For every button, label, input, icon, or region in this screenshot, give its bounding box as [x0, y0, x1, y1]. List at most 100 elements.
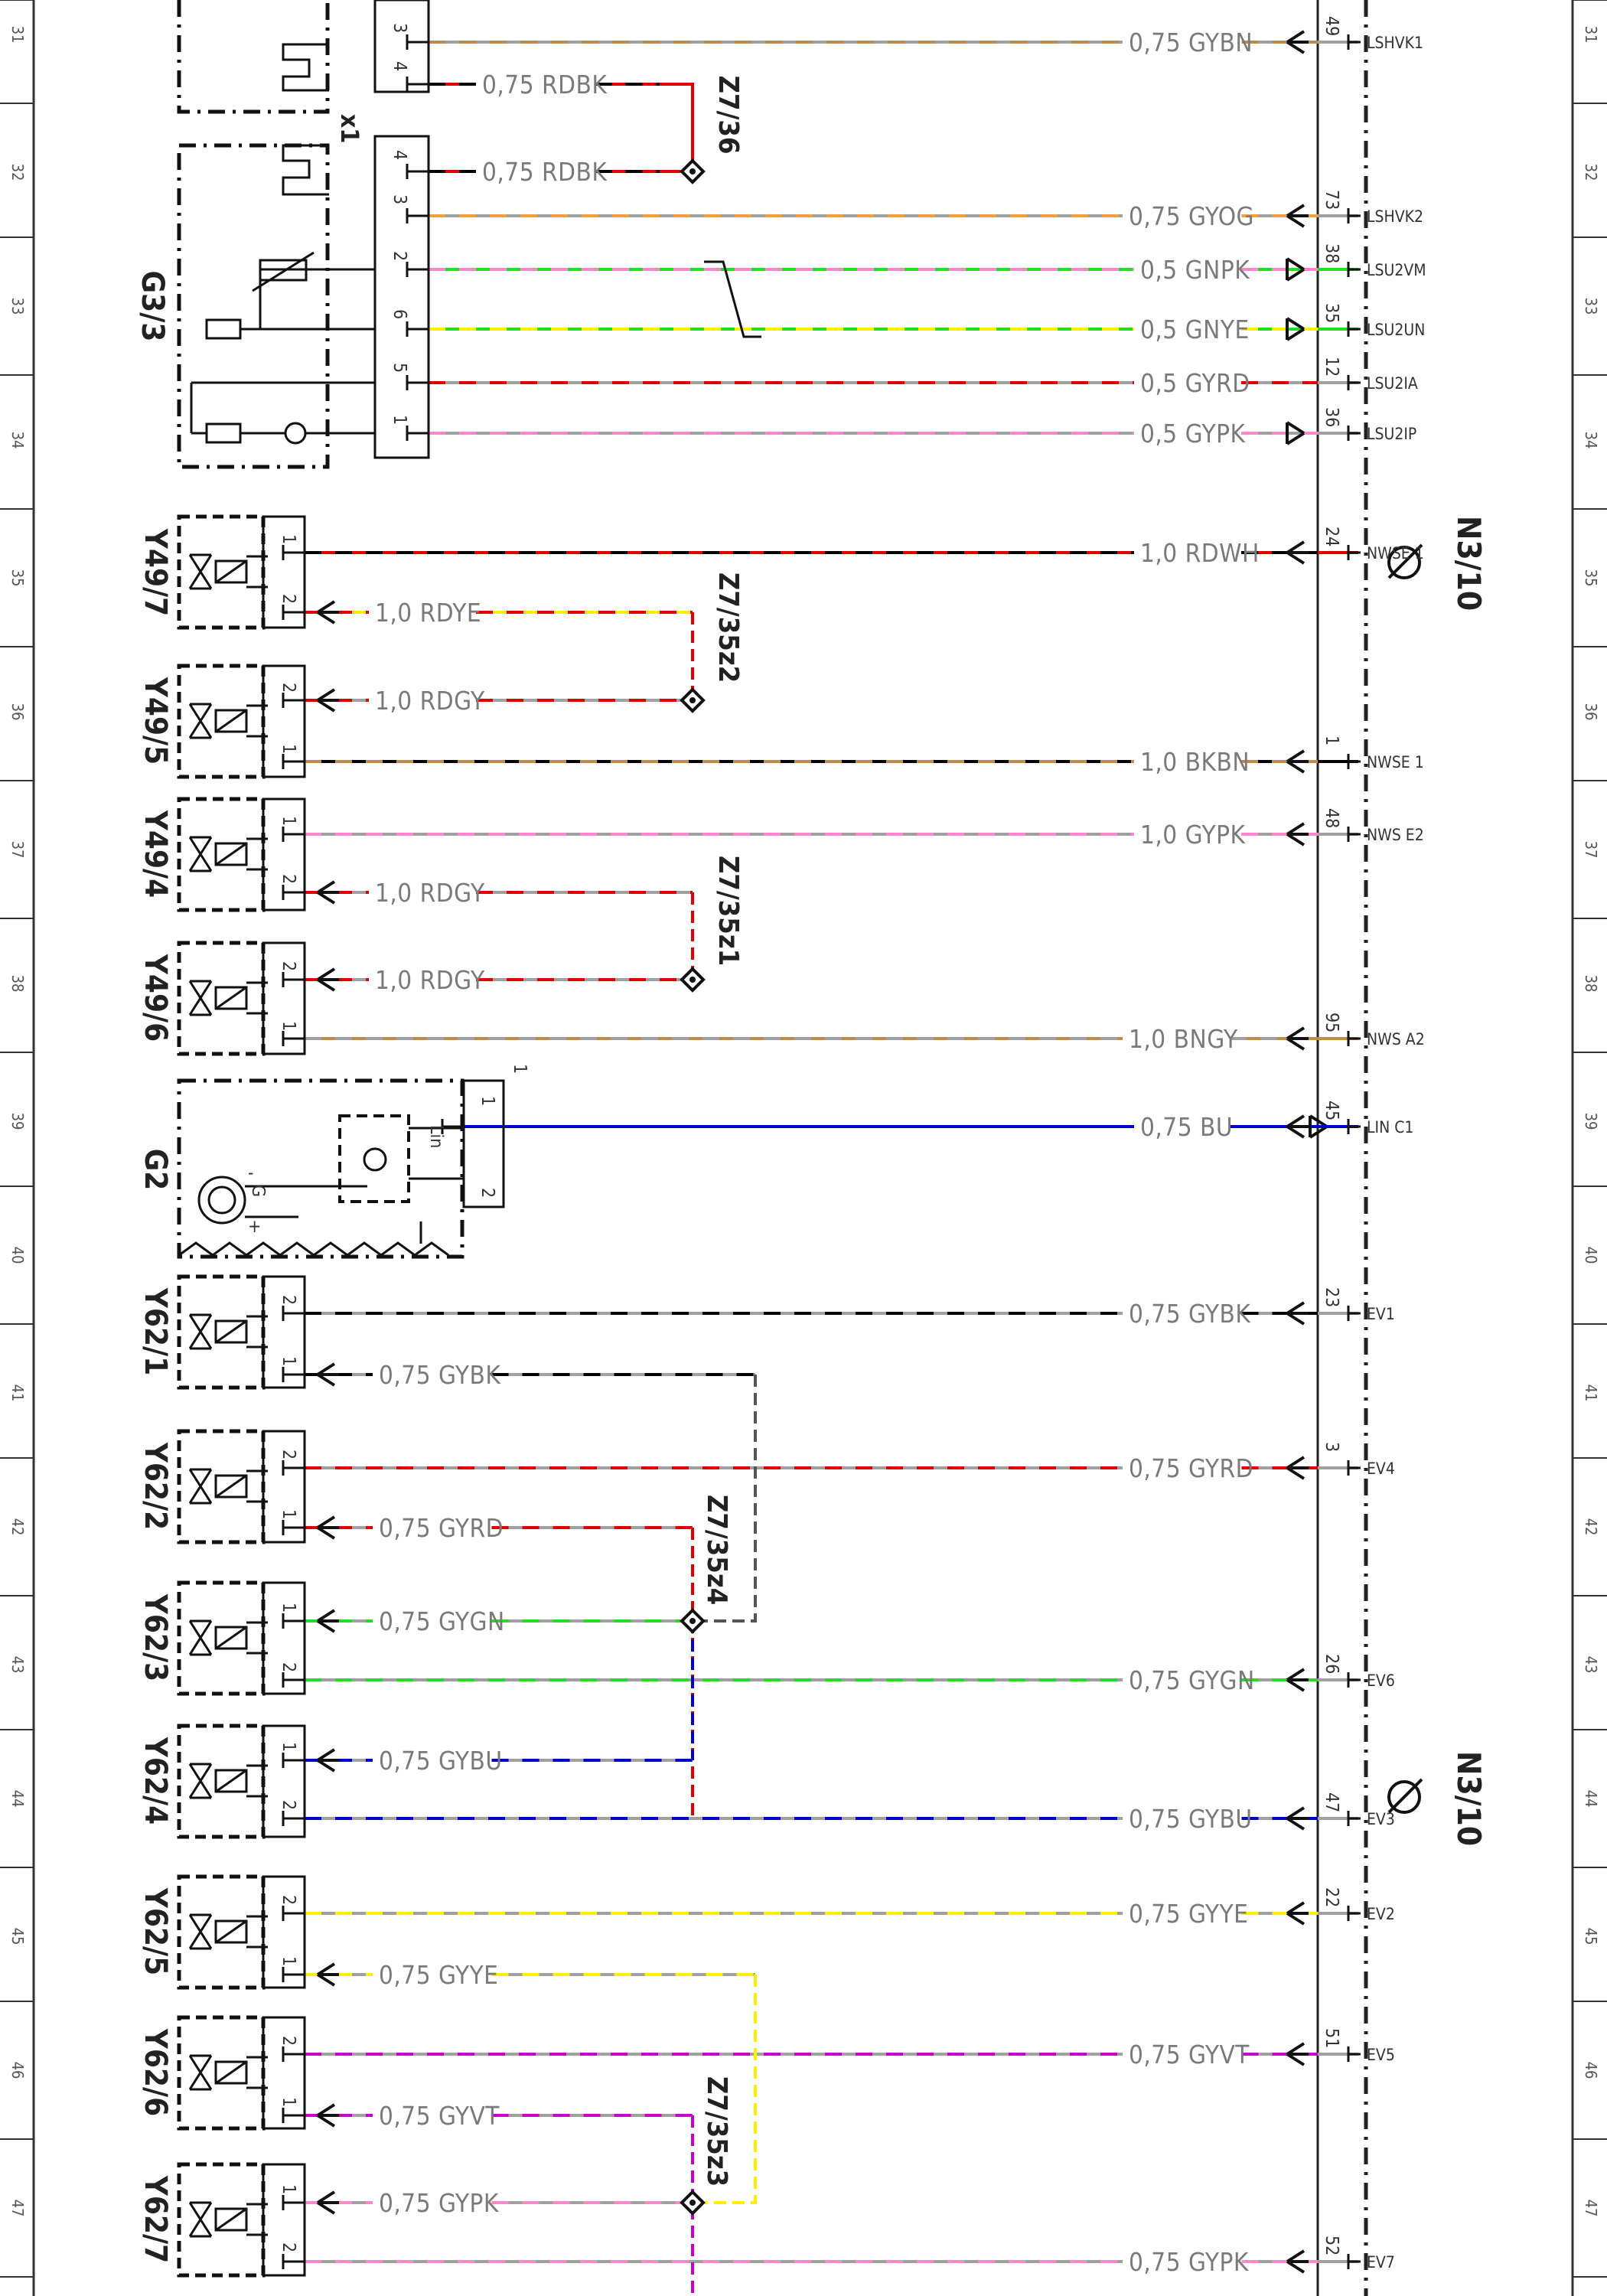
- arrow-in-icon: [316, 1962, 339, 1987]
- ecu-pin-icon: [1347, 2047, 1361, 2062]
- row-number-right: 34: [1582, 432, 1600, 449]
- ecu-pin-number: 23: [1322, 1287, 1341, 1307]
- arrow-in-icon: [316, 1609, 339, 1633]
- arrow-in-icon: [316, 688, 339, 713]
- ecu-pin-icon: [1347, 208, 1361, 223]
- row-number-right: 39: [1582, 1113, 1600, 1130]
- ecu-signal-name: NWSE 1: [1367, 544, 1424, 563]
- g2-g-mark: G: [248, 1185, 268, 1197]
- wire-label: 0,75 GYBK: [379, 1360, 501, 1390]
- connector-pin-number: 1: [279, 1356, 298, 1366]
- arrow-in-icon: [1286, 2042, 1309, 2066]
- arrow-in-icon: [1286, 1806, 1309, 1831]
- wire-label: 0,75 GYRD: [379, 1513, 504, 1543]
- solenoid-valve-icon: [188, 703, 268, 739]
- component-label-y62-1: Y62/1: [138, 1287, 173, 1375]
- connector-pin-number: 1: [478, 1096, 497, 1106]
- component-label-x1: x1: [335, 114, 364, 144]
- connector-pin-number: 1: [390, 415, 409, 425]
- component-label-g3-3: G3/3: [135, 271, 170, 342]
- arrow-in-icon: [1286, 1456, 1309, 1480]
- ecu-pin-icon: [1347, 1672, 1361, 1688]
- ecu-pin-number: 47: [1322, 1792, 1341, 1812]
- ecu-label-bottom: N3/10: [1450, 1751, 1488, 1846]
- ecu-signal-name: EV3: [1367, 1810, 1395, 1828]
- arrow-in-icon: [316, 1515, 339, 1540]
- component-label-y62-7: Y62/7: [138, 2175, 173, 2263]
- ecu-signal-name: LSHVK1: [1367, 34, 1423, 52]
- ecu-pin-number: 95: [1322, 1013, 1341, 1032]
- arrow-in-icon: [1286, 30, 1309, 54]
- wire-label: 0,75 GYPK: [379, 2188, 500, 2218]
- wire-label: 0,75 GYPK: [1129, 2247, 1250, 2277]
- ecu-pin-number: 51: [1322, 2028, 1341, 2048]
- arrow-in-icon: [1286, 2249, 1309, 2274]
- ecu-signal-name: NWS A2: [1367, 1030, 1425, 1049]
- connector-pin-number: 2: [279, 2036, 298, 2046]
- arrow-in-icon: [316, 600, 339, 625]
- ecu-pin-number: 36: [1322, 407, 1341, 427]
- valve-symbols: [188, 553, 268, 2238]
- ecu-pin-number: 45: [1322, 1101, 1341, 1120]
- ecu-pin-icon: [1347, 754, 1361, 769]
- solenoid-valve-icon: [188, 1468, 268, 1505]
- solenoid-valve-icon: [188, 1913, 268, 1950]
- ecu-signal-name: EV1: [1367, 1305, 1395, 1323]
- solenoid-valve-icon: [188, 836, 268, 872]
- splice-dot-icon: [689, 168, 696, 174]
- row-number-left: 43: [8, 1656, 27, 1674]
- connector-pin-number: 1: [279, 1021, 298, 1031]
- ecu-pin-icon: [1347, 34, 1361, 50]
- connector-pin-number: 3: [390, 194, 409, 204]
- ecu-signal-name: EV4: [1367, 1459, 1395, 1478]
- splice-label-z7-35z4: Z7/35z4: [701, 1495, 732, 1605]
- ecu-pin-number: 26: [1322, 1654, 1341, 1674]
- row-number-left: 38: [8, 975, 27, 993]
- wire-label: 1,0 BKBN: [1140, 747, 1250, 777]
- connector-pin-icon: [282, 1613, 305, 1629]
- ecu-pin-number: 12: [1322, 357, 1341, 377]
- ecu-pin-icon: [1347, 321, 1361, 337]
- component-label-y62-2: Y62/2: [138, 1442, 173, 1530]
- ecu-signal-name: EV7: [1367, 2253, 1395, 2272]
- connector-pin-icon: [282, 1753, 305, 1768]
- arrow-out-icon: [1286, 257, 1305, 282]
- ecu-pin-number: 52: [1322, 2236, 1341, 2255]
- ecu-signal-name: EV2: [1367, 1905, 1395, 1923]
- wire-label: 0,75 GYVT: [379, 2101, 500, 2131]
- component-label-y62-4: Y62/4: [138, 1737, 173, 1825]
- ecu-pin-number: 3: [1322, 1442, 1341, 1452]
- row-number-right: 42: [1582, 1518, 1600, 1536]
- wire-label: 1,0 RDWH: [1140, 538, 1260, 568]
- row-number-left: 32: [8, 164, 27, 181]
- wire-label: 0,5 GNYE: [1140, 315, 1250, 344]
- arrow-in-icon: [316, 2190, 339, 2215]
- connector-pin-number: 2: [279, 1295, 298, 1305]
- ecu-signal-name: NWS E2: [1367, 826, 1424, 844]
- row-number-left: 47: [8, 2200, 27, 2217]
- ecu-pin-icon: [1347, 375, 1361, 390]
- splice-dot-icon: [689, 1618, 696, 1624]
- wire-label: 0,75 GYBN: [1129, 28, 1253, 57]
- arrow-in-icon: [316, 2103, 339, 2128]
- solenoid-valve-icon: [188, 980, 268, 1016]
- splice-nodes: [680, 158, 706, 2216]
- row-number-right: 46: [1582, 2062, 1600, 2079]
- connector-pin-icon: [282, 1031, 305, 1046]
- row-number-left: 31: [8, 26, 27, 44]
- connector-pin-icon: [406, 426, 429, 441]
- internal-symbols: [178, 43, 464, 1257]
- connector-pin-number: 6: [390, 309, 409, 319]
- arrow-in-icon: [1286, 1114, 1309, 1139]
- splice-lines: [660, 83, 761, 2296]
- connector-pin-number: 1: [279, 1742, 298, 1752]
- wire-label: 1,0 RDGY: [375, 878, 485, 908]
- connector-pin-icon: [282, 1306, 305, 1321]
- frame: [32, 0, 1574, 2296]
- ecu-pin-icon: [1347, 1460, 1361, 1476]
- component-label-y49-5: Y49/5: [138, 677, 173, 765]
- arrow-in-icon: [1286, 1301, 1309, 1326]
- connector-pin-number: 2: [279, 874, 298, 884]
- ecu-pin-icon: [1347, 2254, 1361, 2269]
